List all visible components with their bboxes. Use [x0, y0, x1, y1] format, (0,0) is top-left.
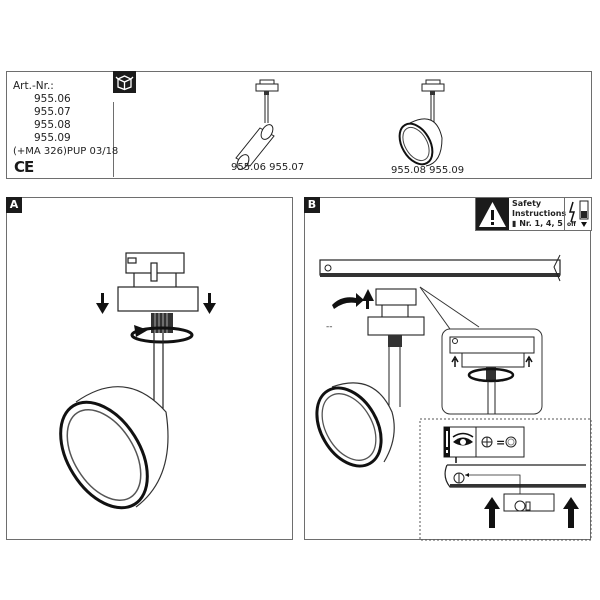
track-rail-end [444, 457, 586, 507]
article-number: 955.08 [34, 119, 71, 131]
product-caption: 955.08 955.09 [391, 165, 465, 176]
track-adapter [117, 252, 199, 312]
article-number: 955.07 [34, 106, 71, 118]
track-adapter [367, 288, 425, 336]
off-label: off [567, 221, 576, 228]
ground-check-subpanel [419, 418, 592, 541]
extra-code: (+MA 326)PUP 03/18 [13, 146, 119, 157]
knurled-nut [388, 335, 402, 347]
panel-b [304, 197, 591, 540]
safety-line-1: Safety [512, 199, 542, 208]
ground-contact-icon [505, 436, 517, 448]
panel-a [6, 197, 293, 540]
ground-check-box: = [443, 426, 525, 458]
eye-icon [452, 432, 474, 446]
panel-b-label: B [304, 197, 320, 213]
article-number: 955.06 [34, 93, 71, 105]
article-header-box [6, 71, 592, 179]
dome-spotlight-illustration [398, 79, 445, 167]
push-arrow-icon [332, 293, 364, 309]
annotation-dashes: -- [326, 322, 333, 332]
knurled-nut [151, 313, 173, 333]
article-label: Art.-Nr.: [13, 80, 54, 92]
ce-mark: CE [14, 158, 34, 176]
safety-line-3: ▮ Nr. 1, 4, 5 [512, 219, 563, 228]
safety-line-2: Instructions [512, 209, 567, 218]
down-arrow-icon [96, 293, 109, 314]
safety-instructions-box: Safety Instructions ▮ Nr. 1, 4, 5 off [475, 197, 592, 231]
panel-b-illustration: -- [315, 254, 592, 541]
article-number-list: Art.-Nr.: 955.06 955.07 955.08 955.09 (+… [13, 80, 118, 158]
dome-lamp-head [59, 386, 169, 510]
warning-triangle-icon [476, 198, 509, 230]
package-box-icon [113, 71, 136, 93]
rotate-arrow-icon [130, 325, 194, 344]
equals-sign: = [496, 436, 505, 449]
panel-a-label: A [6, 197, 22, 213]
rotate-arrow-icon [467, 367, 515, 383]
cylinder-spotlight-illustration [235, 79, 279, 170]
header-divider [113, 102, 114, 177]
product-caption: 955.06 955.07 [231, 162, 305, 173]
up-arrow-icon [484, 497, 500, 528]
article-number: 955.09 [34, 132, 71, 144]
dome-lamp-head [315, 382, 395, 468]
track-rail [319, 254, 561, 282]
power-off-icon: off [564, 198, 592, 230]
up-arrow-icon [362, 289, 374, 309]
up-arrow-icon [563, 497, 579, 528]
panel-a-illustration [59, 252, 216, 510]
detail-callout [441, 328, 543, 415]
down-arrow-icon [203, 293, 216, 314]
